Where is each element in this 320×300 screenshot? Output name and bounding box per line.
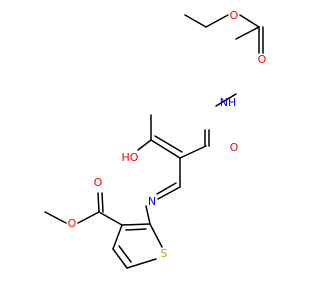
bond-n-thiophene-c2 xyxy=(145,205,151,225)
bond-ring-s-c5 xyxy=(126,258,157,269)
atom-o-methylester-ether: O xyxy=(68,217,77,230)
bond-enol-c-oh xyxy=(137,139,152,151)
background xyxy=(0,0,300,300)
atom-n-imine: N xyxy=(148,195,156,208)
bond-amide-c-nh xyxy=(215,93,237,107)
bond-carbamate-c-nh xyxy=(235,26,260,40)
bond-ring-c5-c4 xyxy=(112,248,128,269)
atom-nh: NH xyxy=(220,96,237,109)
bond-ester-c-o-double-b xyxy=(101,192,104,213)
atom-o-ester-ether: O xyxy=(230,9,239,22)
atom-o-methylester-carbonyl: O xyxy=(94,176,103,189)
bond-ch-n-double-a xyxy=(157,186,181,200)
bond-ring-c3-c2-inner xyxy=(125,228,147,231)
bond-ch-n-double-b xyxy=(156,182,177,195)
atom-o-carbamate-carbonyl: O xyxy=(258,53,267,66)
bond-ring-c2-s xyxy=(149,223,163,248)
bond-enol-c-alkene-c-b xyxy=(154,135,183,153)
atom-ho: HO xyxy=(122,151,139,164)
bond-ester-c-o-single xyxy=(77,211,100,224)
bond-ethyl-ch2-o xyxy=(205,14,229,28)
atom-s-thiophene: S xyxy=(161,247,168,260)
bond-ethyl-ch3-ch2 xyxy=(184,14,207,28)
bond-enol-c-alkene-c-a xyxy=(150,139,181,159)
bond-ester-c-o-double-a xyxy=(97,192,100,213)
bond-ring-c5-c4-inner xyxy=(118,245,132,263)
bond-ring-c4-c3 xyxy=(112,224,123,250)
bond-ring-c3-ester-c xyxy=(98,211,123,226)
bond-amide-c-alkene-c xyxy=(179,145,207,159)
atom-o-amide: O xyxy=(230,141,239,154)
bond-o-carbamate-c xyxy=(239,14,260,28)
bond-ring-c3-c2 xyxy=(121,223,151,226)
molecule-structure: O O NH O HO N O O S xyxy=(0,0,300,300)
molecule-canvas: O O NH O HO N O O S xyxy=(0,0,300,300)
bond-o-methyl xyxy=(44,211,67,224)
